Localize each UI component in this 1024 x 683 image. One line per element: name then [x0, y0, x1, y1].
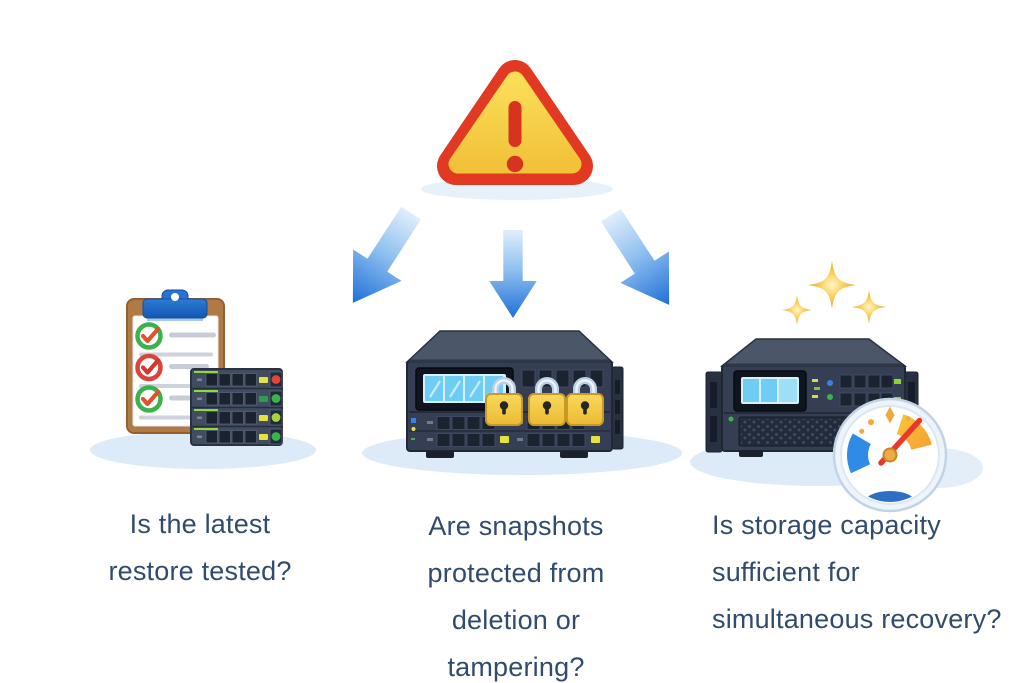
- drive-bay-row: [427, 433, 600, 447]
- question-line: sufficient for: [712, 557, 860, 587]
- question-line: restore tested?: [108, 556, 292, 586]
- question-snapshots-protected: Are snapshots protected from deletion or…: [380, 503, 652, 683]
- question-line: tampering?: [447, 652, 585, 682]
- exclamation-mark-icon: [506, 101, 524, 173]
- server-rack-icon: [190, 368, 283, 446]
- rack-unit: [194, 428, 283, 445]
- down-right-arrow-icon: [600, 208, 670, 305]
- rack-unit: [194, 371, 283, 388]
- sparkles-icon: [782, 261, 886, 325]
- gauge-bottom-arc: [864, 491, 916, 502]
- down-left-arrow-icon: [352, 206, 422, 303]
- question-line: Are snapshots: [428, 511, 604, 541]
- locked-server-illustration: [362, 330, 682, 475]
- padlock-icon: [485, 377, 523, 426]
- question-line: simultaneous recovery?: [712, 604, 1002, 634]
- down-arrow-icon: [489, 230, 537, 318]
- capacity-server-illustration: [690, 261, 983, 513]
- gauge-orange-zone: [896, 414, 932, 450]
- question-storage-capacity: Is storage capacity sufficient for simul…: [712, 502, 1022, 643]
- gauge-blue-zone: [846, 433, 871, 474]
- question-line: Is the latest: [129, 509, 271, 539]
- checklist-server-illustration: [90, 289, 316, 469]
- speed-gauge-icon: [832, 397, 948, 513]
- question-line: Is storage capacity: [712, 510, 941, 540]
- padlock-icon: [528, 377, 566, 426]
- padlock-icon: [566, 377, 604, 426]
- server-display: [733, 370, 807, 412]
- branch-arrows: [352, 206, 670, 318]
- rack-unit: [194, 409, 283, 426]
- question-line: protected from: [427, 558, 605, 588]
- question-restore-tested: Is the latest restore tested?: [60, 501, 340, 595]
- question-line: deletion or: [451, 605, 581, 635]
- rack-unit: [194, 390, 283, 407]
- warning-triangle-icon: [421, 60, 613, 200]
